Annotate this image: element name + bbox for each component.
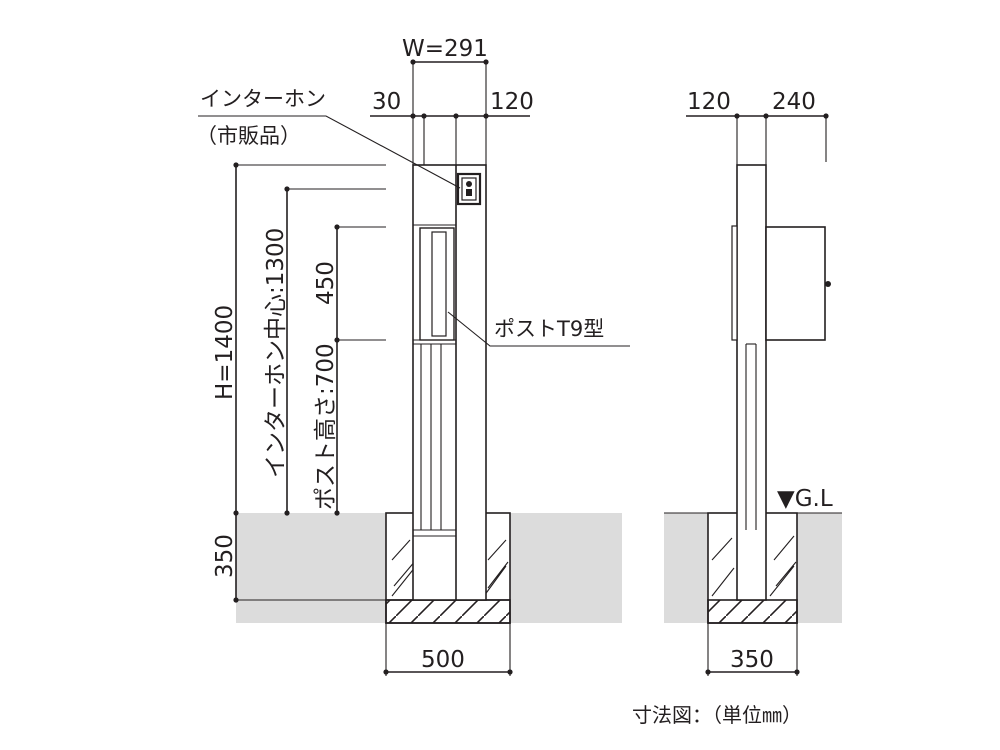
front-width-dim: W=291 [402,36,488,62]
side-base-width-dim: 350 [730,647,774,673]
side-gravel [707,599,798,624]
front-right-dim: 120 [490,89,534,115]
post-dim: 450 [313,261,339,305]
side-right-dim: 240 [772,89,816,115]
side-ground-left [664,513,708,623]
front-base-width-dim: 500 [421,647,465,673]
side-mailbox [765,226,826,341]
intercom-label-1: インターホン [200,87,326,111]
post-label: ポストT9型 [494,317,604,341]
front-depth-dim: 350 [212,534,238,578]
front-ground [236,513,386,623]
side-post-body [736,164,767,601]
front-post-stripes [420,344,442,530]
intercom-center-dim: インターホン中心:1300 [263,228,289,478]
front-view: W=291 30 120 インターホン （市販品） H=1400 インターホン中… [196,36,630,676]
side-left-dim: 120 [687,89,731,115]
front-left-dim: 30 [372,89,401,115]
footnote: 寸法図：（単位㎜） [632,703,802,727]
front-gravel [385,599,511,624]
side-concrete-hatch [711,535,797,597]
front-concrete-hatch-right [483,539,509,597]
front-ground-right [510,513,622,623]
post-height-dim: ポスト高さ:700 [313,343,339,510]
height-dim: H=1400 [212,305,238,400]
intercom-label-2: （市販品） [196,124,301,148]
side-ground-right [797,513,842,623]
gl-label: ▼G.L [777,486,833,512]
side-view: 120 240 ▼G.L 350 [664,89,842,676]
